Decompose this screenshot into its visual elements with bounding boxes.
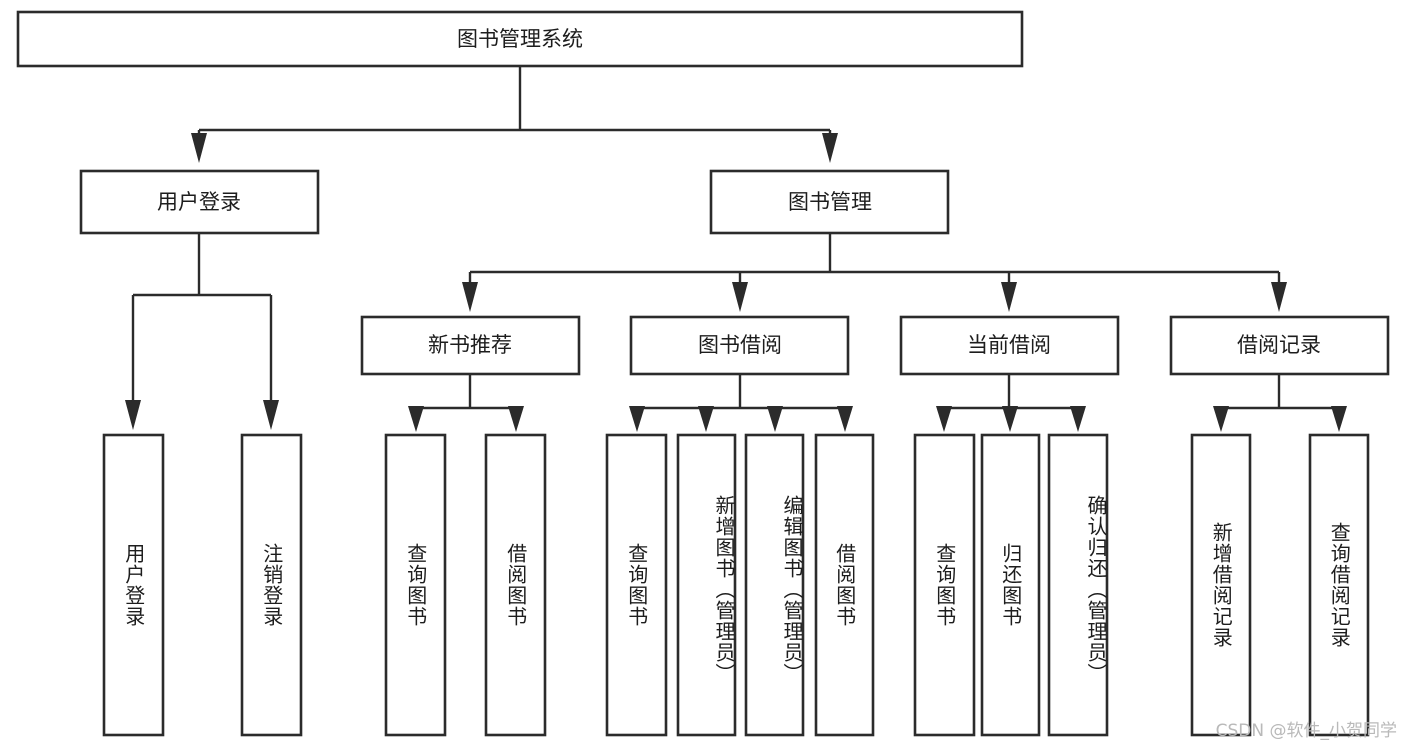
arrow-head-icon [462, 282, 478, 312]
node-root[interactable]: 图书管理系统 [16, 10, 1024, 68]
arrow-head-icon [698, 406, 714, 432]
node-book-management[interactable]: 图书管理 [709, 169, 950, 235]
node-book-borrow[interactable]: 图书借阅 [629, 315, 850, 376]
connector-record-to-leaves [1213, 374, 1347, 432]
connector-recommend-to-leaves [408, 374, 524, 432]
arrow-head-icon [1002, 406, 1018, 432]
leaf-borrow-book-box[interactable] [814, 433, 875, 737]
connector-booklogin-to-leaves [125, 233, 279, 430]
connector-borrow-to-leaves [629, 374, 853, 432]
leaf-return-book-box[interactable] [980, 433, 1041, 737]
node-new-book-recommend-box[interactable] [360, 315, 581, 376]
leaf-logout-login-box[interactable] [240, 433, 303, 737]
arrow-head-icon [822, 133, 838, 163]
node-borrow-record-box[interactable] [1169, 315, 1390, 376]
node-borrow-record[interactable]: 借阅记录 [1169, 315, 1390, 376]
leaf-borrow-book-recommend-box[interactable] [484, 433, 547, 737]
leaf-add-borrow-record-box[interactable] [1190, 433, 1252, 737]
arrow-head-icon [837, 406, 853, 432]
arrow-head-icon [191, 133, 207, 163]
leaf-query-borrow-record-box[interactable] [1308, 433, 1370, 737]
arrow-head-icon [1001, 282, 1017, 312]
leaf-edit-book-admin-box[interactable] [744, 433, 805, 737]
watermark-text: CSDN @软件_小贺同学 [1215, 721, 1397, 741]
arrow-head-icon [936, 406, 952, 432]
node-current-borrow-box[interactable] [899, 315, 1120, 376]
node-book-borrow-label: 图书借阅 [698, 333, 782, 357]
connector-current-to-leaves [936, 374, 1086, 432]
arrow-head-icon [1070, 406, 1086, 432]
arrow-head-icon [629, 406, 645, 432]
arrow-head-icon [1271, 282, 1287, 312]
arrow-head-icon [732, 282, 748, 312]
node-new-book-recommend-label: 新书推荐 [428, 333, 512, 357]
leaf-user-login-box[interactable] [102, 433, 165, 737]
node-book-borrow-box[interactable] [629, 315, 850, 376]
node-root-label: 图书管理系统 [457, 27, 583, 51]
node-user-login[interactable]: 用户登录 [79, 169, 320, 235]
node-root-box[interactable] [16, 10, 1024, 68]
leaf-confirm-return-admin-box[interactable] [1047, 433, 1109, 737]
node-user-login-box[interactable] [79, 169, 320, 235]
leaf-query-book-recommend-box[interactable] [384, 433, 447, 737]
connector-bookmgmt-to-level3 [462, 233, 1287, 312]
connector-root-to-level2 [191, 66, 838, 163]
arrow-head-icon [767, 406, 783, 432]
arrow-head-icon [263, 400, 279, 430]
node-borrow-record-label: 借阅记录 [1237, 333, 1321, 357]
node-current-borrow[interactable]: 当前借阅 [899, 315, 1120, 376]
node-current-borrow-label: 当前借阅 [967, 333, 1051, 357]
arrow-head-icon [1331, 406, 1347, 432]
arrow-head-icon [408, 406, 424, 432]
node-new-book-recommend[interactable]: 新书推荐 [360, 315, 581, 376]
arrow-head-icon [1213, 406, 1229, 432]
leaf-query-book-borrow-box[interactable] [605, 433, 668, 737]
leaf-boxes-group [102, 433, 1370, 737]
leaf-add-book-admin-box[interactable] [676, 433, 737, 737]
arrow-head-icon [508, 406, 524, 432]
arrow-head-icon [125, 400, 141, 430]
node-book-management-box[interactable] [709, 169, 950, 235]
node-book-management-label: 图书管理 [788, 190, 872, 214]
leaf-query-book-current-box[interactable] [913, 433, 976, 737]
node-user-login-label: 用户登录 [157, 190, 241, 214]
